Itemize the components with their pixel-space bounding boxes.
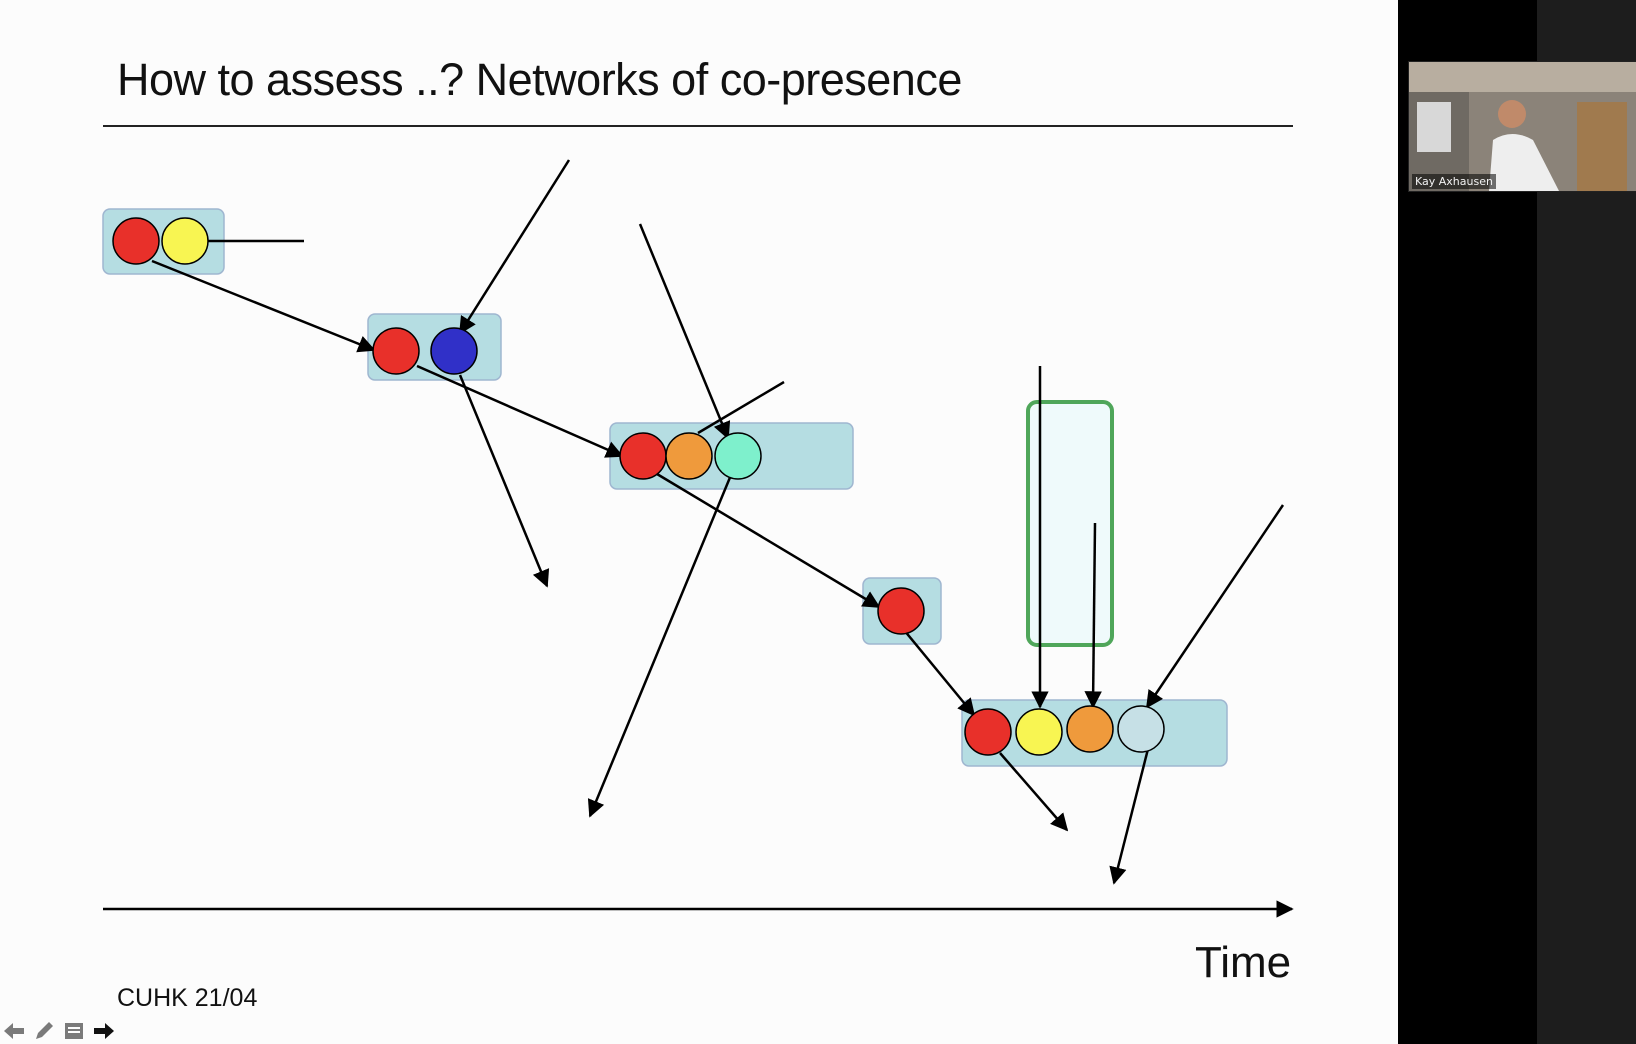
person-red — [877, 587, 925, 635]
person-mint — [714, 432, 762, 480]
arrow-blue-out — [458, 374, 550, 588]
slide-controls — [2, 1018, 116, 1044]
slide-menu-icon[interactable] — [62, 1019, 86, 1043]
person-yellow — [1015, 708, 1063, 756]
next-slide-icon[interactable] — [92, 1019, 116, 1043]
arrow-in-grey — [1145, 504, 1285, 709]
title-divider — [103, 125, 1293, 127]
person-orange — [665, 432, 713, 480]
person-red — [112, 217, 160, 265]
person-red — [372, 327, 420, 375]
arrow-red-1-to-2 — [151, 259, 376, 353]
arrow-red-2-to-3 — [416, 364, 624, 458]
arrow-in-blue — [458, 159, 571, 335]
arrow-red-3-to-4 — [656, 472, 881, 609]
arrow-in-orange — [1084, 522, 1102, 709]
arrow-in-mint — [638, 223, 731, 440]
presentation-slide: How to assess ..? Networks of co-presenc… — [0, 0, 1398, 1044]
arrow-grey-out — [1109, 744, 1151, 885]
arrow-red-4-to-5 — [903, 629, 976, 717]
slide-footer: CUHK 21/04 — [117, 984, 258, 1012]
person-blue — [430, 327, 478, 375]
video-frame — [1409, 62, 1636, 191]
previous-slide-icon[interactable] — [2, 1019, 26, 1043]
arrow-mint-out — [587, 474, 733, 818]
pen-icon[interactable] — [32, 1019, 56, 1043]
time-axis-label: Time — [1195, 938, 1292, 987]
tie-line-orange — [697, 380, 785, 435]
person-orange — [1066, 705, 1114, 753]
person-grey — [1117, 705, 1165, 753]
person-red — [964, 708, 1012, 756]
arrow-red-5-out — [999, 752, 1069, 832]
person-red — [619, 432, 667, 480]
participant-video[interactable]: Kay Axhausen — [1408, 61, 1636, 192]
co-presence-diagram — [102, 159, 1294, 918]
slide-title: How to assess ..? Networks of co-presenc… — [117, 54, 962, 105]
person-yellow — [161, 217, 209, 265]
highlight-box — [1026, 400, 1114, 647]
participant-name: Kay Axhausen — [1412, 174, 1496, 189]
